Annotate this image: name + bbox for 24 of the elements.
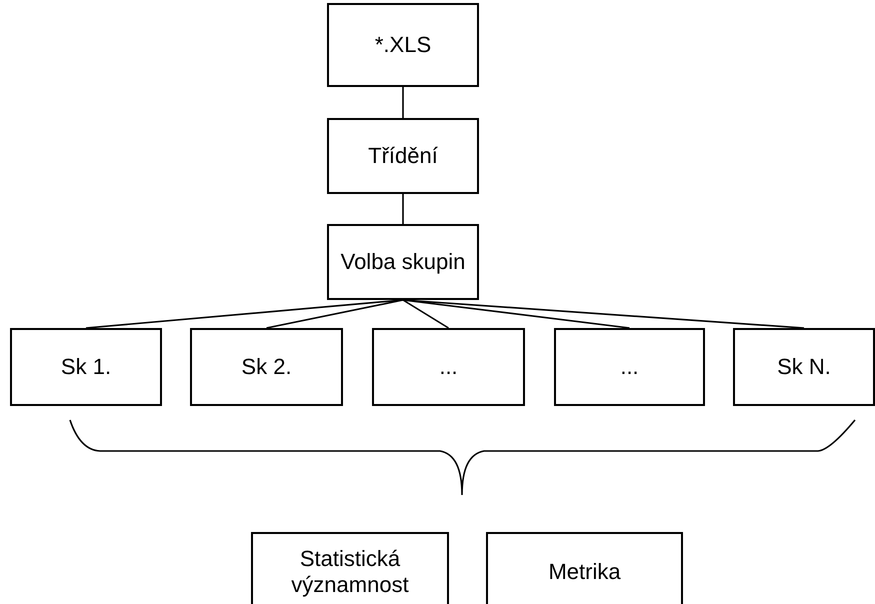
connector-line [266,299,404,329]
box-label: *.XLS [374,32,432,58]
process-box [10,328,162,406]
box-label: Statistická významnost [290,546,410,598]
process-box [486,532,683,604]
process-box [327,118,479,194]
connector-line [402,87,404,118]
box-label: Sk 1. [60,354,112,380]
process-box [251,532,449,604]
process-box [327,224,479,300]
box-label: Třídění [368,142,438,170]
box-label: Sk 2. [241,354,292,380]
connector-line [402,194,404,224]
box-label: ... [620,354,639,380]
process-box [190,328,343,406]
box-label: Sk N. [777,354,831,380]
process-box [372,328,525,406]
box-label: Volba skupin [340,248,466,276]
box-label: Metrika [548,558,621,586]
process-box [733,328,875,406]
process-box [554,328,705,406]
box-label: ... [439,354,458,380]
connector-line [402,299,449,329]
process-box [327,3,479,87]
